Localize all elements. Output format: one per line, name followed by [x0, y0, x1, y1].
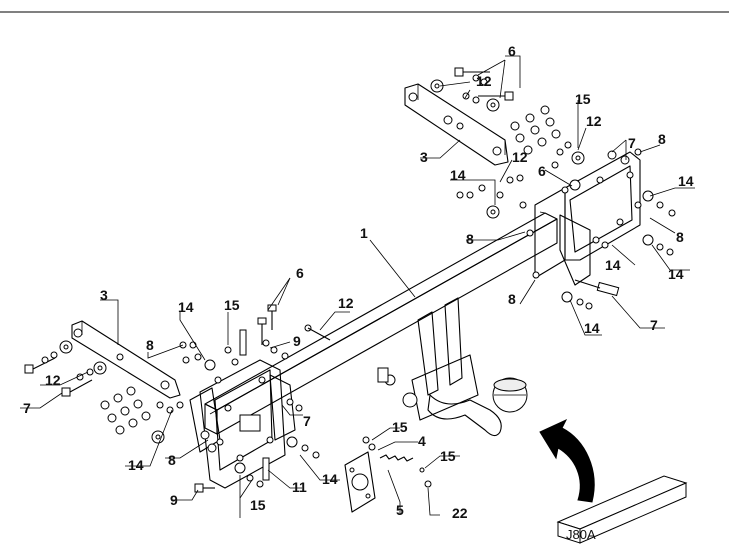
callout-14-right-bottom: 14	[668, 266, 684, 282]
model-code-label: J80A	[566, 527, 596, 542]
left-side-bracket	[189, 359, 296, 489]
callout-7-lower-left: 8	[168, 452, 176, 468]
socket-plate-part-5	[344, 443, 432, 513]
callout-15-top: 15	[575, 91, 591, 107]
callout-12-lower-left: 14	[128, 457, 144, 473]
callout-9-top: 12	[512, 149, 528, 165]
callout-8-bottom-left: 9	[170, 492, 178, 508]
callout-22: 22	[452, 505, 468, 521]
side-arm-part-3-lower	[71, 320, 181, 399]
nut-grid-lower	[100, 386, 184, 444]
callout-labels: 6 12 3 15 12 12 7 8 6 14 14 8 14 14 7 14…	[23, 43, 694, 521]
callout-11-left: 12	[45, 372, 61, 388]
leader-lines	[20, 55, 695, 518]
nut-grid-upper	[510, 105, 561, 155]
callout-4: 4	[418, 433, 426, 449]
callout-14-bottom-left: 15	[250, 497, 266, 513]
tow-neck-assembly	[377, 297, 528, 437]
callout-12-top-right: 12	[586, 113, 602, 129]
callout-11-top: 12	[476, 73, 492, 89]
callout-3-top: 3	[420, 149, 428, 165]
callout-15-left: 15	[224, 297, 240, 313]
direction-arrow-icon	[539, 418, 595, 503]
callout-9-left: 12	[338, 295, 354, 311]
model-label-box: J80A	[556, 475, 688, 544]
callout-6-left: 6	[296, 265, 304, 281]
callout-7-top-right: 7	[628, 135, 636, 151]
callout-15-mid: 15	[392, 419, 408, 435]
callout-8-top-right: 8	[658, 131, 666, 147]
callout-6-far-left: 7	[23, 400, 31, 416]
right-side-bracket	[534, 151, 642, 286]
callout-8-bold: 9	[293, 333, 301, 349]
callout-5: 5	[396, 502, 404, 518]
callout-14-right-top: 14	[678, 173, 694, 189]
callout-7-left-mid: 7	[303, 413, 311, 429]
callout-14-bottom-center: 14	[322, 471, 338, 487]
callout-3-left: 3	[100, 287, 108, 303]
callout-8-mid: 8	[466, 231, 474, 247]
side-arm-part-3-upper	[404, 83, 509, 166]
crossbar-part-1	[204, 211, 558, 435]
callout-12-mid: 14	[450, 167, 466, 183]
callout-8-bottom-center: 11	[292, 479, 307, 495]
callout-8-right: 8	[676, 229, 684, 245]
callout-1: 1	[360, 225, 368, 241]
callout-8-left: 8	[146, 337, 154, 353]
hardware-fasteners	[24, 67, 676, 493]
callout-8-right-center: 8	[508, 291, 516, 307]
callout-14-lower-right: 14	[584, 320, 600, 336]
callout-12-left: 14	[178, 299, 194, 315]
callout-14-right-mid: 14	[605, 257, 621, 273]
callout-7-lower-right: 7	[650, 317, 658, 333]
callout-6-top: 6	[508, 43, 516, 59]
callout-6-mid-right: 6	[538, 163, 546, 179]
callout-15-bottom: 15	[440, 448, 456, 464]
